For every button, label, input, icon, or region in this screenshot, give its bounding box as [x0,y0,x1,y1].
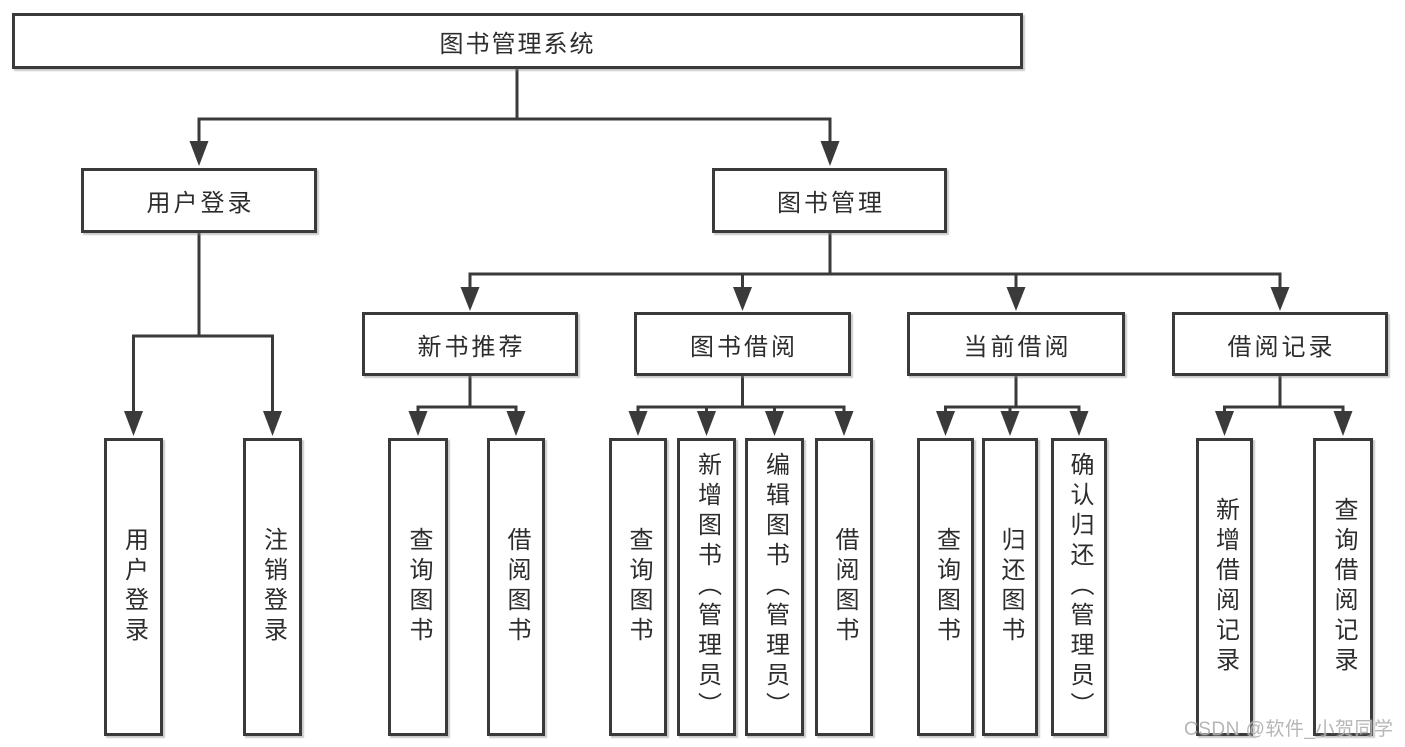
node-user-login-label: 用户登录 [146,190,255,217]
leaf-recommend-borrow-book: 借阅图书 [487,438,545,736]
leaf-add-book-admin-label: 新增图书（管理员） [693,452,721,722]
connector-level3-rail [468,272,1282,289]
leaf-confirm-return-admin: 确认归还（管理员） [1051,438,1107,736]
arrow-head-icon [124,411,143,436]
connector-recommend-rail [416,376,518,413]
leaf-edit-book-admin: 编辑图书（管理员） [745,438,804,736]
arrow-head-icon [460,287,480,311]
connector-records-rail [1223,376,1345,413]
leaf-logout-label: 注销登录 [259,527,287,647]
leaf-query-borrow-record: 查询借阅记录 [1313,438,1373,736]
leaf-add-borrow-record: 新增借阅记录 [1196,438,1253,736]
connector-user-rail [132,334,274,413]
arrow-head-icon [834,411,854,436]
node-book-management-label: 图书管理 [777,190,885,217]
arrow-head-icon [1006,287,1026,311]
leaf-current-query-book: 查询图书 [917,438,974,736]
arrow-head-icon [189,141,209,166]
leaf-return-book-label: 归还图书 [997,527,1024,647]
arrow-head-icon [506,411,526,436]
arrow-head-icon [820,141,840,166]
node-current-borrow-label: 当前借阅 [963,333,1072,361]
node-book-borrow: 图书借阅 [634,312,851,376]
node-root-label: 图书管理系统 [439,30,596,58]
leaf-add-borrow-record-label: 新增借阅记录 [1211,497,1239,677]
leaf-logout: 注销登录 [243,438,302,736]
arrow-head-icon [1333,411,1353,436]
arrow-head-icon [1069,411,1089,436]
node-book-borrow-label: 图书借阅 [690,333,798,361]
leaf-edit-book-admin-label: 编辑图书（管理员） [761,452,789,722]
arrow-head-icon [1215,411,1234,436]
node-root: 图书管理系统 [12,13,1023,69]
leaf-current-query-book-label: 查询图书 [932,527,960,647]
node-new-book-recommend: 新书推荐 [362,312,578,376]
leaf-confirm-return-admin-label: 确认归还（管理员） [1066,452,1093,722]
leaf-query-borrow-record-label: 查询借阅记录 [1330,497,1357,677]
leaf-add-book-admin: 新增图书（管理员） [677,438,736,736]
connector-level2-rail [197,117,832,143]
node-borrow-records-label: 借阅记录 [1227,333,1336,361]
leaf-recommend-borrow-book-label: 借阅图书 [503,527,530,647]
leaf-borrow-borrow-book: 借阅图书 [815,438,873,736]
leaf-recommend-query-book-label: 查询图书 [405,527,432,647]
node-borrow-records: 借阅记录 [1172,312,1388,376]
arrow-head-icon [628,411,648,436]
node-current-borrow: 当前借阅 [907,312,1125,376]
leaf-borrow-query-book: 查询图书 [609,438,667,736]
connector-borrow-rail [636,376,846,413]
leaf-borrow-query-book-label: 查询图书 [625,527,652,647]
node-user-login: 用户登录 [81,168,317,233]
leaf-recommend-query-book: 查询图书 [388,438,448,736]
node-new-book-recommend-label: 新书推荐 [417,333,526,361]
connector-current-rail [944,376,1081,413]
csdn-watermark: CSDN @软件_小贺同学 [1184,719,1394,740]
leaf-return-book: 归还图书 [982,438,1038,736]
leaf-borrow-borrow-book-label: 借阅图书 [831,527,858,647]
arrow-head-icon [936,411,955,436]
arrow-head-icon [1270,287,1290,311]
arrow-head-icon [408,411,428,436]
arrow-head-icon [1000,411,1020,436]
arrow-head-icon [765,411,784,436]
leaf-user-login-label: 用户登录 [120,527,148,647]
node-book-management: 图书管理 [712,168,947,233]
arrow-head-icon [697,411,716,436]
arrow-head-icon [733,287,752,311]
arrow-head-icon [263,411,282,436]
leaf-user-login: 用户登录 [104,438,163,736]
